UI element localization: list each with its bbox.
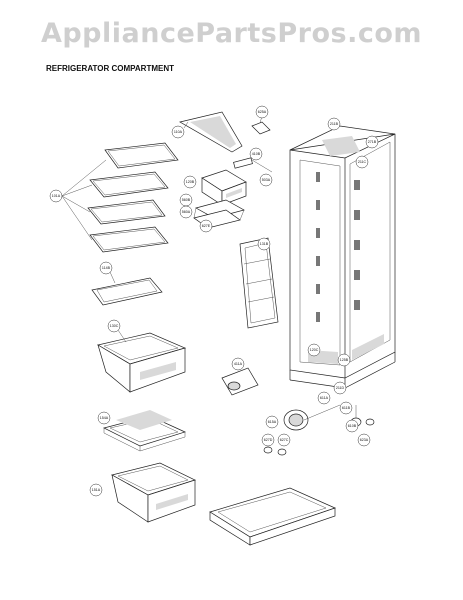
dairy-box [201,169,247,206]
svg-text:130C: 130C [110,324,119,328]
callout-625a: 625A [255,105,269,119]
inner-panel [239,237,279,329]
svg-text:131B: 131B [260,242,269,246]
filter-housing [221,367,259,396]
svg-text:627E: 627E [202,224,211,228]
callout-101a: 101A [49,189,63,203]
svg-text:410B: 410B [252,152,261,156]
svg-text:503A: 503A [262,178,271,182]
svg-text:615A: 615A [268,420,277,424]
svg-text:120B: 120B [186,180,195,184]
callout-611b: 611B [339,401,353,415]
fan-assembly [263,404,375,456]
callout-131b: 131B [257,237,271,251]
callout-560b: 560B [179,193,193,207]
callout-610b: 610B [345,419,359,433]
bottom-pan [209,487,336,546]
crisper-drawer-upper [97,329,187,393]
lamp-cover [179,111,243,153]
shelf-leader-lines [61,159,107,241]
small-bracket [251,115,271,135]
svg-text:154A: 154A [100,416,109,420]
svg-text:110A: 110A [174,130,183,134]
callout-627d: 627D [261,433,275,447]
svg-text:271B: 271B [368,140,377,144]
callout-410b: 410B [249,147,263,161]
callout-271b: 271B [365,135,379,149]
callout-211d: 211D [333,381,347,395]
shelf-frame [91,271,163,306]
callout-151a: 151A [89,483,103,497]
svg-text:560B: 560B [182,198,191,202]
svg-text:211C: 211C [358,160,367,164]
callout-125b: 125B [337,353,351,367]
callout-411a: 411A [231,357,245,371]
svg-text:211B: 211B [330,122,339,126]
glass-shelves [87,142,179,253]
svg-text:611A: 611A [320,396,329,400]
callout-120c: 120C [307,343,321,357]
svg-text:627D: 627D [264,438,273,442]
callout-130c: 130C [107,319,121,333]
callout-615a: 615A [265,415,279,429]
callout-627e: 627E [199,219,213,233]
callout-110a: 110A [171,125,185,139]
svg-text:610B: 610B [348,424,357,428]
svg-text:627C: 627C [280,438,289,442]
svg-text:114B: 114B [102,266,111,270]
callout-211c: 211C [355,155,369,169]
callout-503a: 503A [259,173,273,187]
svg-text:625A: 625A [258,110,267,114]
drawer-cover [103,410,186,452]
callout-611a: 611A [317,391,331,405]
page-title: REFRIGERATOR COMPARTMENT [46,64,174,73]
svg-text:125B: 125B [340,358,349,362]
refrigerator-cabinet [289,125,396,389]
svg-text:411A: 411A [234,362,243,366]
callout-623a: 623A [357,433,371,447]
svg-text:151A: 151A [92,488,101,492]
callout-120b: 120B [183,175,197,189]
watermark: AppliancePartsPros.com [40,18,423,49]
svg-text:611B: 611B [342,406,351,410]
callout-154a: 154A [97,411,111,425]
svg-text:560A: 560A [182,210,191,214]
crisper-drawer-lower [111,462,196,523]
callout-211b: 211B [327,117,341,131]
svg-text:211D: 211D [336,386,345,390]
callout-114b: 114B [99,261,113,275]
lamp-socket [233,157,273,173]
callout-560a: 560A [179,205,193,219]
callout-627c: 627C [277,433,291,447]
svg-text:623A: 623A [360,438,369,442]
svg-text:120C: 120C [310,348,319,352]
svg-text:101A: 101A [52,194,61,198]
